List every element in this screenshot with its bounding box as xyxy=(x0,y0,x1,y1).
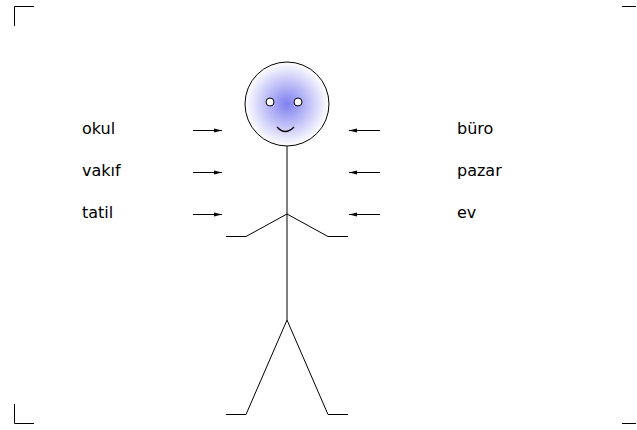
stick-figure xyxy=(226,62,348,415)
word-label: ev xyxy=(457,203,476,223)
word-label: okul xyxy=(82,119,115,139)
word-label: vakıf xyxy=(82,161,121,181)
word-label: tatil xyxy=(82,203,113,223)
word-label: pazar xyxy=(457,161,502,181)
word-label: büro xyxy=(457,119,493,139)
corner-marks xyxy=(15,7,637,424)
pointer-arrows xyxy=(193,131,380,215)
